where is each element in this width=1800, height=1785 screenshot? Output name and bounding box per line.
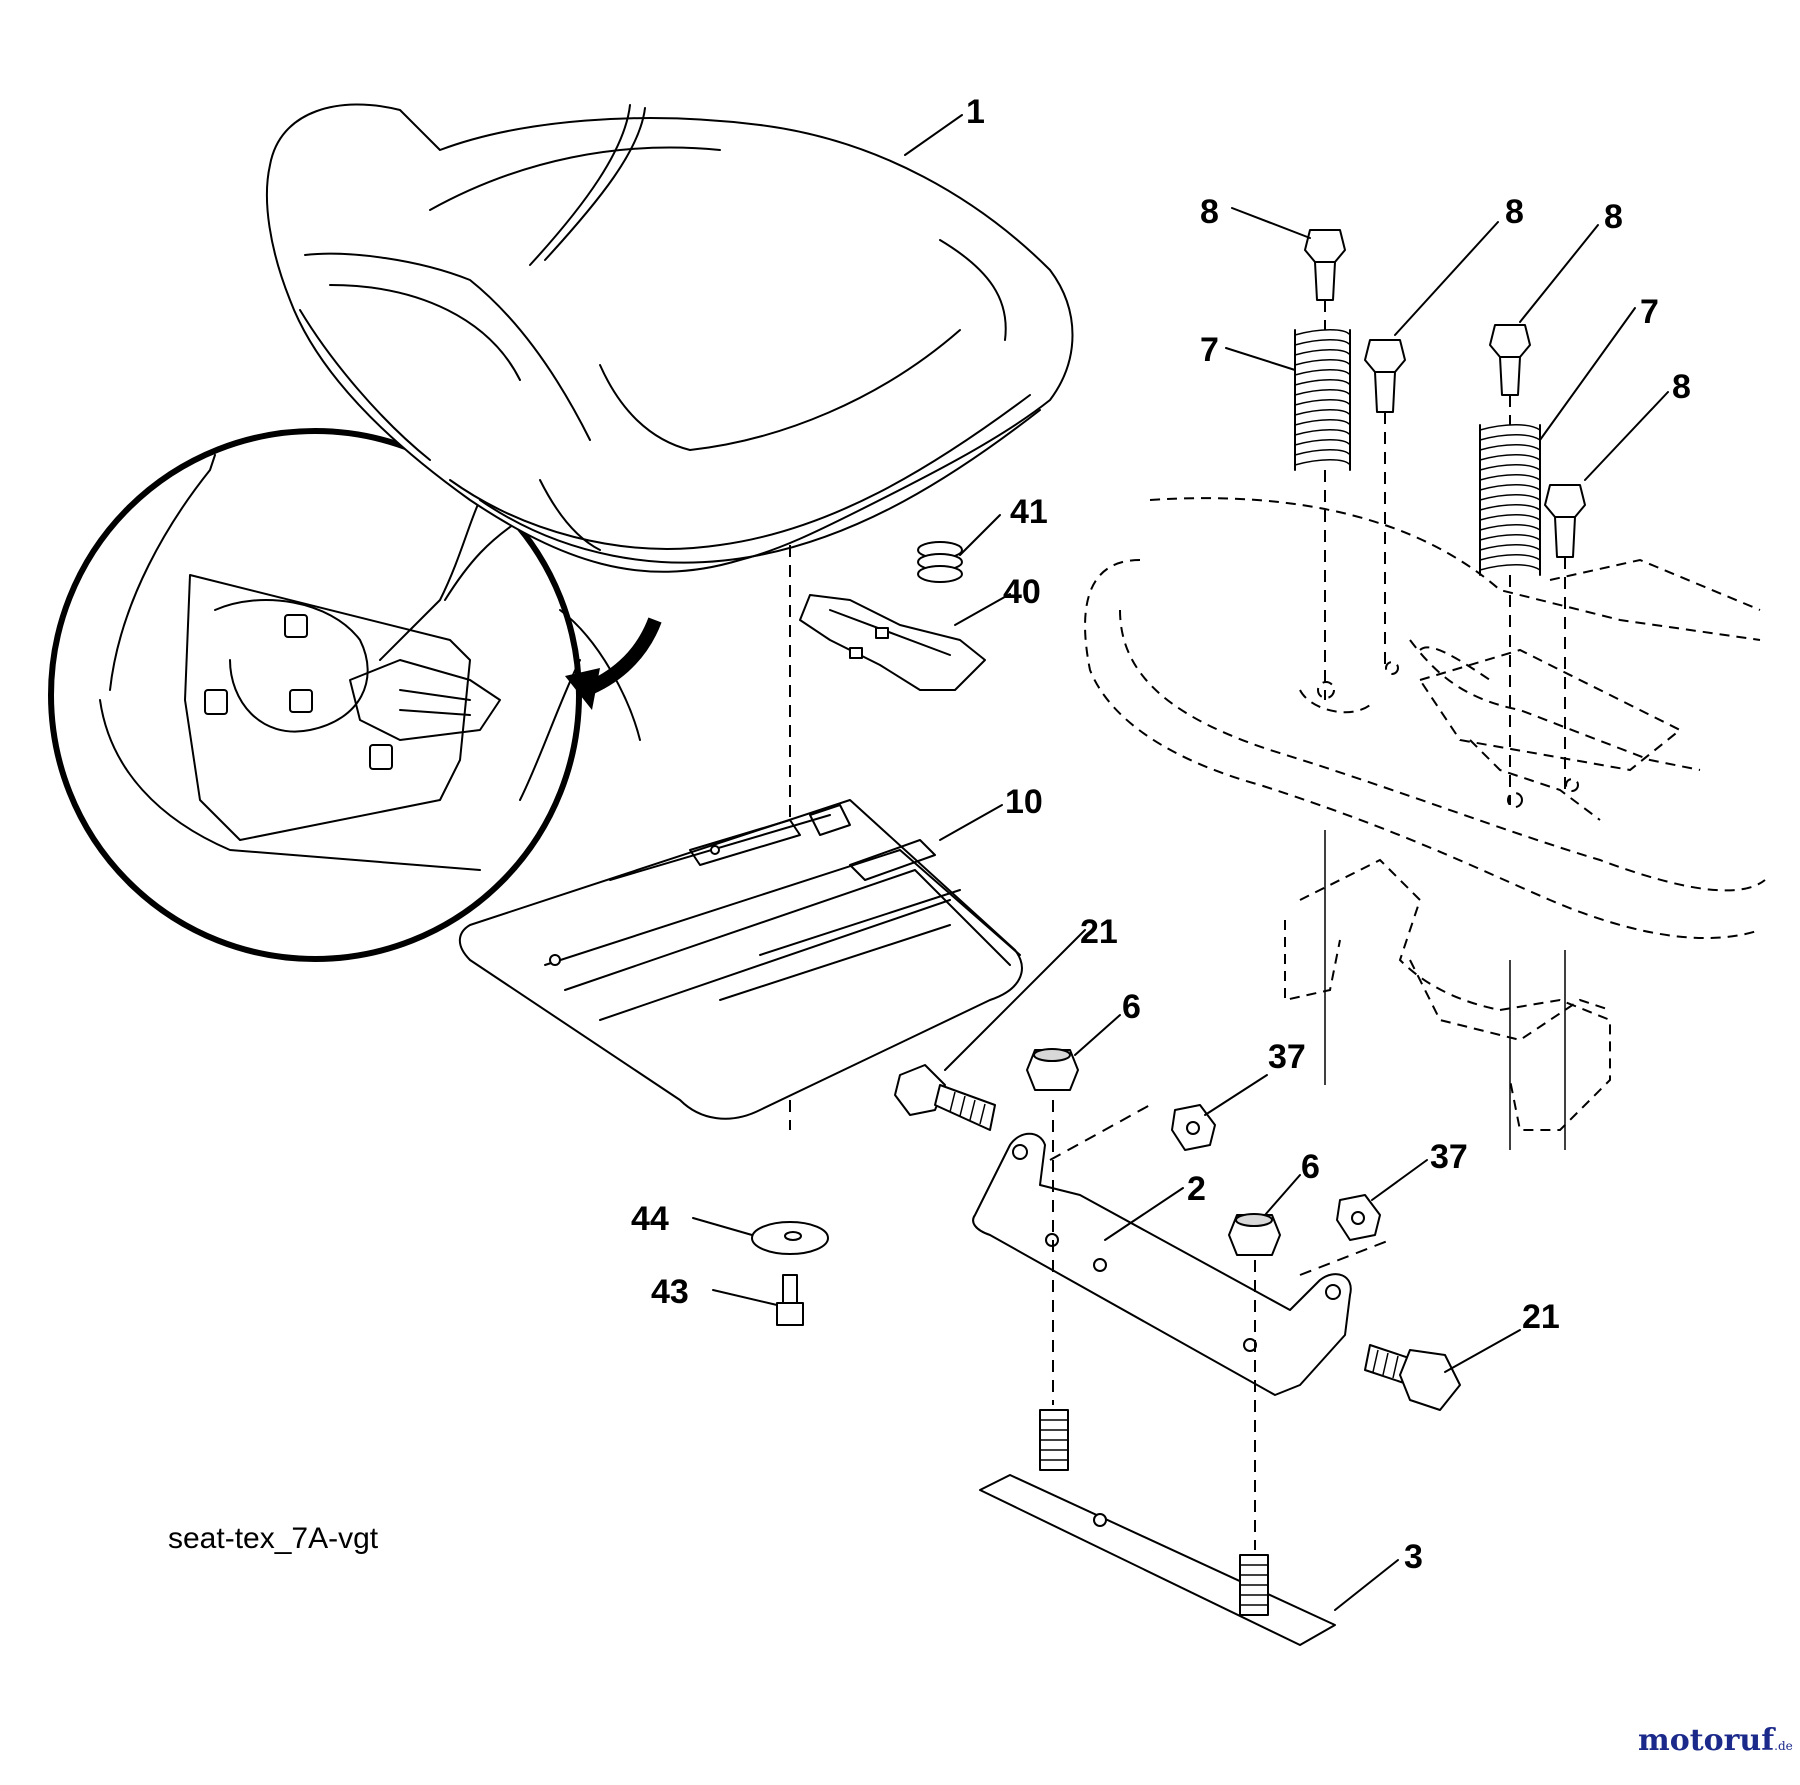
- small-spring: [917, 541, 963, 583]
- base-plate: [979, 1409, 1336, 1646]
- large-washer: [751, 1221, 829, 1255]
- bolt-left: [894, 1064, 996, 1131]
- callout-10-seat-pan: 10: [1005, 783, 1043, 821]
- callout-7-spring-left: 7: [1200, 331, 1219, 369]
- bolt-8-c: [1489, 324, 1531, 396]
- watermark-text: motoruf: [1638, 1723, 1775, 1758]
- detail-view: [48, 428, 662, 962]
- callout-8-bolt-d: 8: [1672, 368, 1691, 406]
- callout-7-spring-right: 7: [1640, 293, 1659, 331]
- callout-43-screw: 43: [651, 1273, 689, 1311]
- callout-41-small-spring: 41: [1010, 493, 1048, 531]
- washer-right: [1336, 1194, 1381, 1241]
- callout-1-seat: 1: [966, 93, 985, 131]
- washer-line-left: [1049, 1104, 1151, 1161]
- washer-left: [1171, 1104, 1216, 1151]
- bolt-8-b: [1364, 339, 1406, 413]
- bolt-8-d: [1544, 484, 1586, 558]
- callout-2-bracket: 2: [1187, 1170, 1206, 1208]
- seat: [265, 103, 1074, 573]
- tractor-deck-outline: [1084, 497, 1766, 1131]
- callout-37-washer-left: 37: [1268, 1038, 1306, 1076]
- nut-right: [1228, 1213, 1281, 1256]
- leader-lines: [692, 114, 1669, 1611]
- callout-21-bolt-right: 21: [1522, 1298, 1560, 1336]
- callout-8-bolt-c: 8: [1604, 198, 1623, 236]
- screw: [776, 1274, 804, 1326]
- callout-21-bolt-left: 21: [1080, 913, 1118, 951]
- callout-44-large-washer: 44: [631, 1200, 669, 1238]
- watermark-domain: .de: [1774, 1739, 1793, 1753]
- callout-6-nut-left: 6: [1122, 988, 1141, 1026]
- bolt-8-a: [1304, 229, 1346, 301]
- mounting-bracket: [972, 1132, 1352, 1396]
- watermark-logo: motoruf.de: [1638, 1723, 1793, 1758]
- nut-left: [1026, 1048, 1079, 1091]
- seat-pan: [458, 799, 1023, 1120]
- callout-6-nut-right: 6: [1301, 1148, 1320, 1186]
- spring-right: [1479, 424, 1541, 576]
- washer-line-right: [1299, 1239, 1391, 1276]
- callout-8-bolt-b: 8: [1505, 193, 1524, 231]
- callout-37-washer-right: 37: [1430, 1138, 1468, 1176]
- callout-40-clip: 40: [1003, 573, 1041, 611]
- bolt-right: [1364, 1344, 1461, 1411]
- seat-clip: [799, 594, 986, 691]
- diagram-code-label: seat-tex_7A-vgt: [168, 1522, 379, 1555]
- callout-8-bolt-a: 8: [1200, 193, 1219, 231]
- spring-left: [1294, 329, 1351, 471]
- callout-3-plate: 3: [1404, 1538, 1423, 1576]
